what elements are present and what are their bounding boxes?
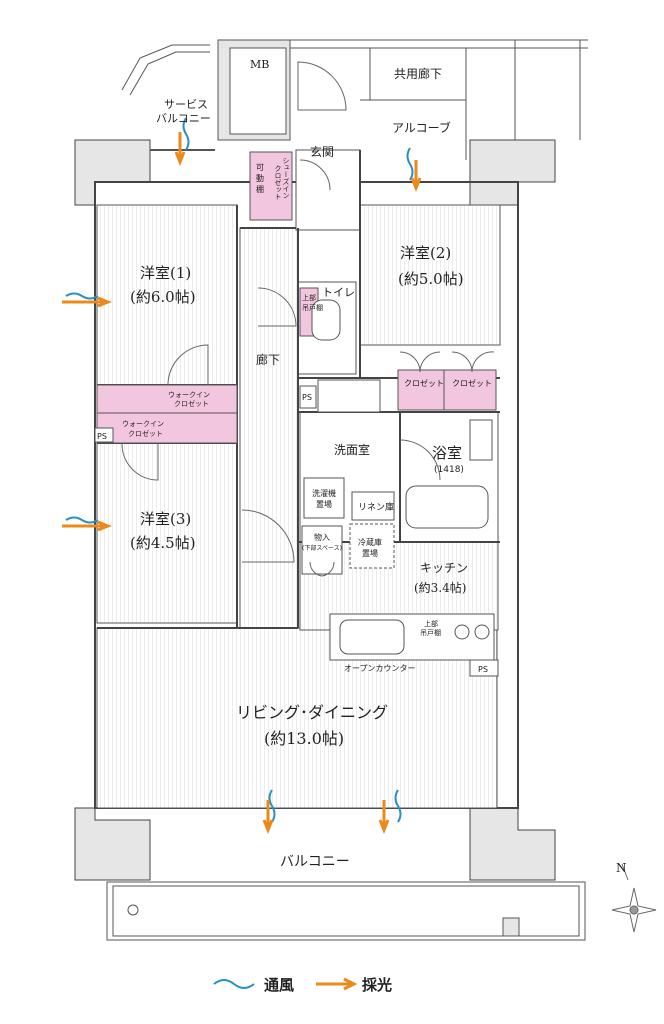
fridge-label-2: 置場	[362, 548, 378, 558]
fridge-label-1: 冷蔵庫	[358, 537, 382, 547]
entrance-floor	[295, 149, 361, 231]
storage-label-1: 物入	[314, 532, 330, 542]
mb-label: MB	[250, 58, 269, 71]
ventilation-daylight-markers	[62, 117, 422, 835]
kitchen-cabinet-label-1: 上部	[424, 619, 438, 628]
daylight-arrow	[62, 132, 422, 835]
washer-label-1: 洗濯機	[312, 488, 336, 498]
service-balcony-label-1: サービス	[164, 98, 208, 111]
legend-ventilation-label: 通風	[264, 976, 294, 994]
movable-shelf-label-2: 動	[256, 174, 264, 183]
western-2-name: 洋室(2)	[400, 244, 451, 262]
movable-shelf-label-3: 棚	[256, 184, 264, 194]
walkin-upper-label-2: クロゼット	[174, 399, 209, 408]
toilet-bowl	[311, 299, 341, 341]
doors	[121, 61, 495, 577]
ventilation-wave	[65, 117, 414, 823]
fixtures	[94, 299, 499, 677]
washroom-vanity	[317, 379, 381, 413]
closet-a	[397, 369, 445, 411]
legend-icons	[213, 977, 358, 991]
room-western-3-floor	[96, 442, 238, 624]
fridge-area	[349, 523, 395, 569]
stove-burner-1	[454, 624, 470, 640]
kitchen-cabinet-label-2: 吊戸棚	[420, 628, 441, 637]
ps-label-kitchen: PS	[478, 665, 488, 674]
kitchen-area-label: (約3.4帖)	[414, 580, 466, 595]
linen-closet	[351, 491, 395, 521]
bathtub	[405, 485, 489, 529]
ps-box-left	[94, 427, 114, 443]
balcony-label: バルコニー	[280, 854, 350, 870]
toilet-cabinet-label-1: 上部	[302, 293, 316, 302]
open-counter-label: オープンカウンター	[344, 664, 416, 673]
toilet-cabinet-label-2: 吊戸棚	[302, 303, 323, 312]
shoes-in-closet	[249, 151, 293, 221]
walk-in-closet-lower	[96, 412, 238, 444]
western-1-name: 洋室(1)	[140, 264, 191, 282]
shoes-in-label-1: シューズイン	[282, 157, 290, 199]
linen-label: リネン庫	[358, 501, 394, 513]
balcony-structure	[106, 881, 586, 941]
western-3-name: 洋室(3)	[140, 510, 191, 528]
movable-shelf-label-1: 可	[256, 163, 264, 172]
alcove-label: アルコーブ	[392, 120, 451, 135]
structure	[74, 139, 556, 881]
room-western-1-floor	[96, 204, 238, 386]
walkin-upper-label-1: ウォークイン	[168, 391, 210, 399]
walk-in-closet-upper	[96, 384, 238, 414]
living-area-label: (約13.0帖)	[264, 729, 344, 748]
service-balcony-label-2: バルコニー	[156, 112, 211, 125]
shoes-in-label-2: クロゼット	[274, 165, 282, 200]
washroom-floor	[299, 411, 401, 543]
labels: MB 共用廊下 サービス バルコニー アルコーブ 玄関 シューズイン クロゼット…	[97, 58, 627, 994]
western-1-area: (約6.0帖)	[130, 288, 196, 306]
storage-label-2: (下部スペース)	[302, 544, 342, 552]
ps-label-washroom: PS	[302, 393, 312, 402]
legend-daylight-label: 採光	[362, 976, 392, 994]
common-corridor-label: 共用廊下	[394, 66, 442, 81]
daylight-legend-icon	[316, 977, 358, 991]
top-exterior	[121, 39, 588, 160]
stove-burner-2	[474, 624, 490, 640]
western-2-area: (約5.0帖)	[398, 270, 464, 288]
closets	[96, 151, 497, 657]
toilet-label: トイレ	[322, 286, 355, 299]
kitchen-sink	[339, 619, 405, 655]
walkin-lower-label-2: クロゼット	[128, 429, 163, 438]
bath-size-label: (1418)	[434, 465, 464, 475]
walkin-lower-label-1: ウォークイン	[122, 420, 164, 428]
storage-box	[301, 525, 343, 575]
compass-north-label: N	[616, 861, 627, 875]
living-label: リビング･ダイニング	[236, 703, 388, 722]
bath-label: 浴室	[432, 444, 462, 462]
ps-label-left: PS	[97, 432, 107, 441]
ventilation-legend-icon	[213, 979, 255, 989]
washer-label-2: 置場	[316, 499, 332, 509]
ps-box-kitchen	[469, 659, 499, 677]
bath-sink	[469, 419, 493, 461]
kitchen-label: キッチン	[420, 561, 468, 575]
entrance-label: 玄関	[310, 144, 334, 159]
compass-rose	[611, 863, 657, 933]
hallway-floor	[239, 227, 299, 629]
closet-b	[443, 369, 497, 411]
washer-area	[303, 477, 345, 519]
closet-b-label: クロゼット	[452, 378, 492, 388]
western-3-area: (約4.5帖)	[130, 534, 196, 552]
ps-box-washroom	[299, 385, 317, 409]
closet-a-label: クロゼット	[404, 378, 444, 388]
washroom-label: 洗面室	[334, 442, 370, 457]
hallway-label: 廊下	[256, 352, 280, 367]
